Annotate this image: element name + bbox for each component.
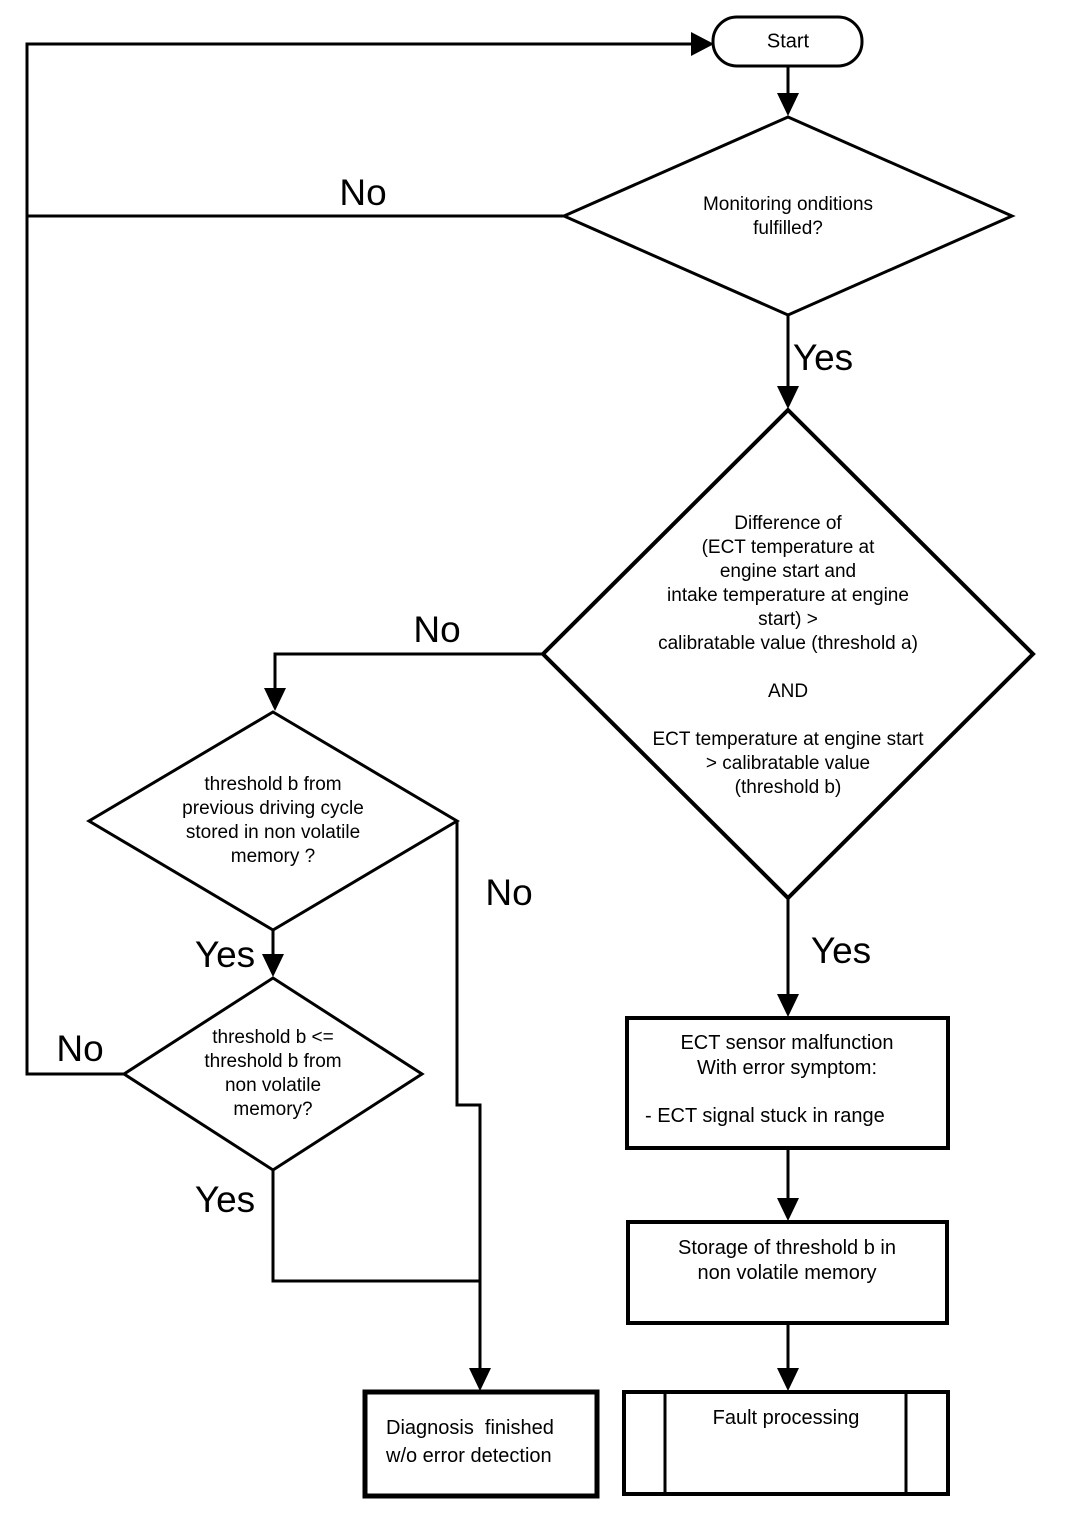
compare-decision-text: threshold b <= threshold b from non vola… [204,1027,342,1120]
label-stored-no: No [485,872,533,913]
arrowhead-into-compare [262,954,284,977]
label-monitoring-no: No [339,172,387,213]
temperature-decision-text: Difference of (ECT temperature at engine… [652,513,924,798]
arrowhead-into-start [691,32,714,56]
malfunction-process-shape [625,1016,950,1150]
fault-predefined-shape [622,1390,950,1496]
start-terminator-shape [711,15,864,68]
arrowhead-into-malfunction [777,994,799,1017]
arrowhead-into-stored [264,688,286,711]
stored-decision-text: threshold b from previous driving cycle … [182,774,364,867]
arrowhead-into-storage [777,1198,799,1221]
malfunction-box-symptom: - ECT signal stuck in range [645,1105,885,1127]
diagnosis-process-shape [362,1389,600,1499]
label-compare-yes: Yes [194,1179,256,1220]
start-label: Start [766,30,810,53]
fault-box-label: Fault processing [712,1407,860,1429]
edge-return-loop [25,42,697,1076]
edge-temperature-no [273,652,543,705]
stored-decision-shape [86,710,460,932]
arrowhead-into-diagnosis [469,1368,491,1391]
compare-decision-shape [121,976,425,1172]
edge-compare-yes [271,1170,480,1283]
temperature-decision-shape [540,407,1036,901]
diagnosis-box-text: Diagnosis finished w/o error detection [386,1417,554,1467]
monitoring-decision-shape [560,115,1016,317]
label-compare-no: No [56,1028,104,1069]
arrowhead-into-temperature [777,386,799,409]
label-stored-yes: Yes [194,934,256,975]
label-temperature-yes: Yes [810,930,872,971]
edge-stored-no [455,821,482,1281]
arrowhead-into-monitoring [777,93,799,116]
storage-box-text: Storage of threshold b in non volatile m… [678,1237,896,1284]
arrowhead-into-fault [777,1368,799,1391]
label-temperature-no: No [413,609,461,650]
label-monitoring-yes: Yes [792,337,854,378]
storage-process-shape [626,1220,949,1325]
monitoring-decision-text: Monitoring onditions fulfilled? [702,194,874,239]
malfunction-box-header: ECT sensor malfunction With error sympto… [680,1032,894,1079]
